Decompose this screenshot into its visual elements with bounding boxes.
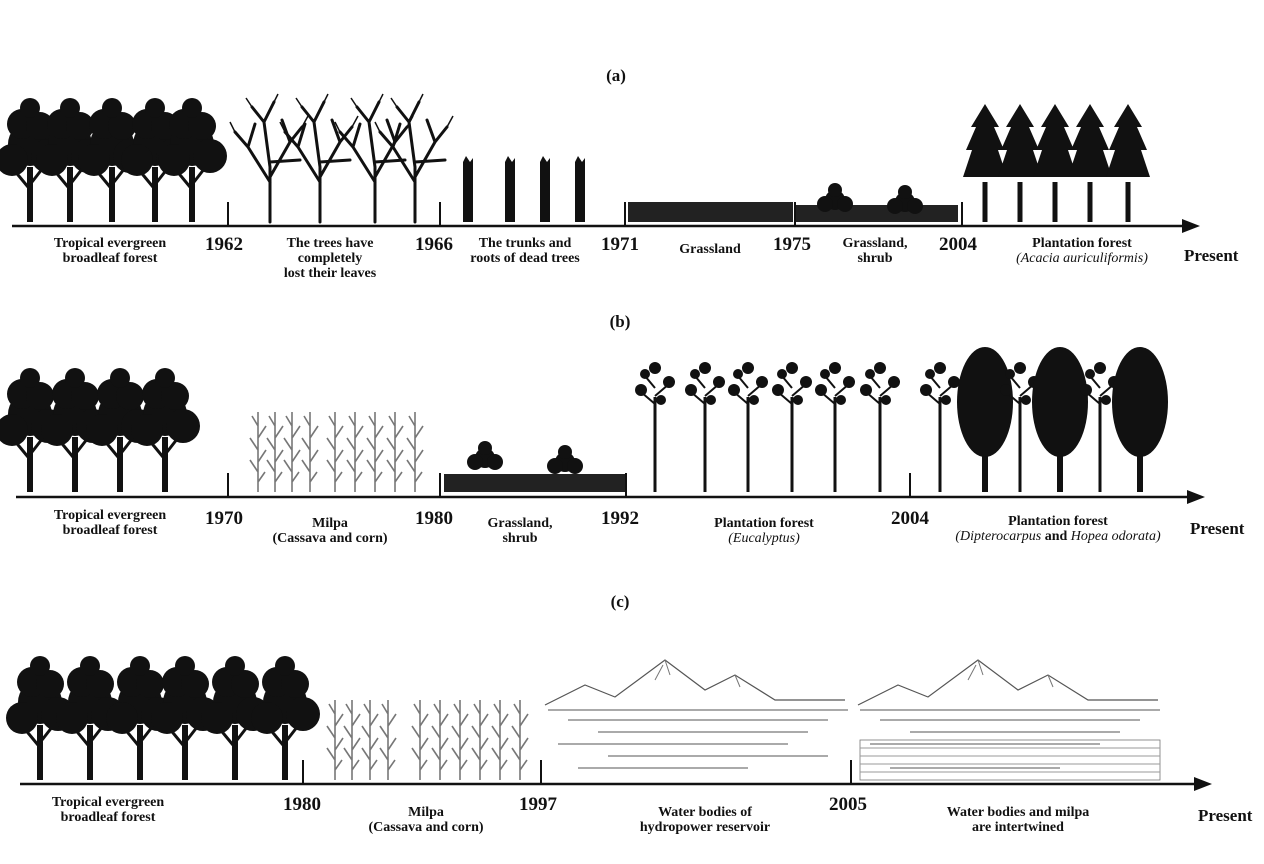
panel-c-year-1980: 1980: [283, 794, 321, 815]
panel-a-year-1966: 1966: [415, 234, 453, 255]
panel-a-year-2004: 2004: [939, 234, 977, 255]
panel-c-year-2005: 2005: [829, 794, 867, 815]
panel-b-art: [0, 347, 1168, 494]
timeline-axes: [12, 202, 1212, 791]
panel-a-stage-grassland: Grassland: [679, 242, 741, 257]
axis-arrowhead-a: [1182, 219, 1200, 233]
panel-b-stage-grassland-shrub: Grassland,shrub: [487, 516, 553, 546]
panel-b-stage-plantation-dipterocarpus: Plantation forest (Dipterocarpus and Hop…: [955, 514, 1161, 544]
panel-b-year-1980: 1980: [415, 508, 453, 529]
panel-b-stage-plantation-eucalyptus: Plantation forest(Eucalyptus): [714, 516, 814, 546]
panel-b-present-label: Present: [1190, 519, 1245, 538]
panel-a-stage-plantation-acacia: Plantation forest(Acacia auriculiformis): [1016, 236, 1148, 266]
panel-c-stage-milpa: Milpa(Cassava and corn): [368, 805, 484, 835]
panel-b-year-2004: 2004: [891, 508, 929, 529]
panel-b-stage-milpa: Milpa(Cassava and corn): [272, 516, 388, 546]
panel-c-present-label: Present: [1198, 806, 1253, 825]
panel-c-label: (c): [610, 592, 630, 611]
panel-a-year-1971: 1971: [601, 234, 639, 255]
panel-b-year-1970: 1970: [205, 508, 243, 529]
axis-arrowhead-c: [1194, 777, 1212, 791]
panel-a-stage-grassland-shrub: Grassland,shrub: [842, 236, 908, 266]
panel-a-art: [0, 92, 1150, 224]
panel-c-year-1997: 1997: [519, 794, 557, 815]
axis-arrowhead-b: [1187, 490, 1205, 504]
panel-a-year-1962: 1962: [205, 234, 243, 255]
panel-b-label: (b): [609, 312, 631, 331]
panel-c-art: [4, 654, 1161, 782]
panel-a-year-1975: 1975: [773, 234, 811, 255]
panel-a-present-label: Present: [1184, 246, 1239, 265]
panel-a-label: (a): [606, 66, 626, 85]
panel-b-year-1992: 1992: [601, 508, 639, 529]
